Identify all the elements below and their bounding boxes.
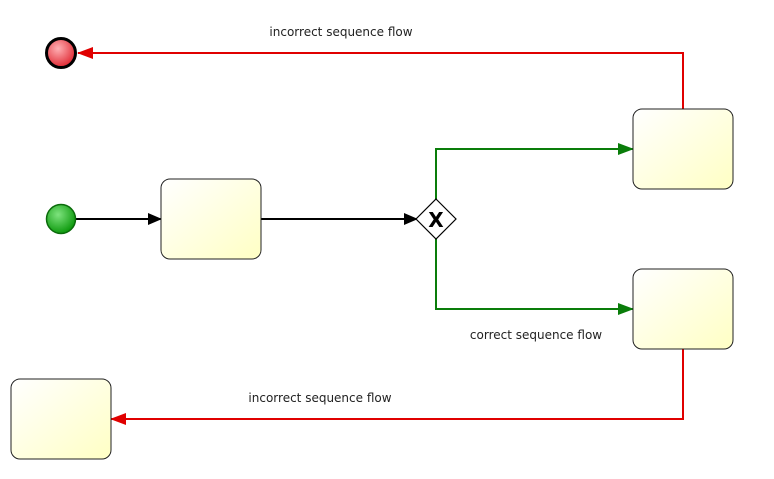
exclusive-gateway-icon[interactable]: X bbox=[415, 198, 457, 240]
task-upper-right[interactable] bbox=[632, 108, 734, 190]
flow-upper-task-to-end-incorrect[interactable] bbox=[77, 47, 684, 109]
flow-gateway-to-upper-task[interactable] bbox=[435, 143, 634, 200]
flow-lower-task-to-bottom-task-incorrect[interactable] bbox=[110, 349, 684, 425]
start-event-icon[interactable] bbox=[45, 203, 77, 235]
gateway-symbol: X bbox=[428, 208, 444, 232]
flow-gateway-to-lower-task-correct[interactable] bbox=[435, 238, 634, 315]
task-first[interactable] bbox=[160, 178, 262, 260]
label-correct-flow: correct sequence flow bbox=[470, 328, 602, 342]
label-incorrect-flow-top: incorrect sequence flow bbox=[269, 25, 412, 39]
sequence-flows bbox=[76, 47, 684, 425]
task-bottom-left[interactable] bbox=[10, 378, 112, 460]
task-lower-right[interactable] bbox=[632, 268, 734, 350]
label-incorrect-flow-bottom: incorrect sequence flow bbox=[248, 391, 391, 405]
end-event-icon[interactable] bbox=[45, 37, 77, 69]
